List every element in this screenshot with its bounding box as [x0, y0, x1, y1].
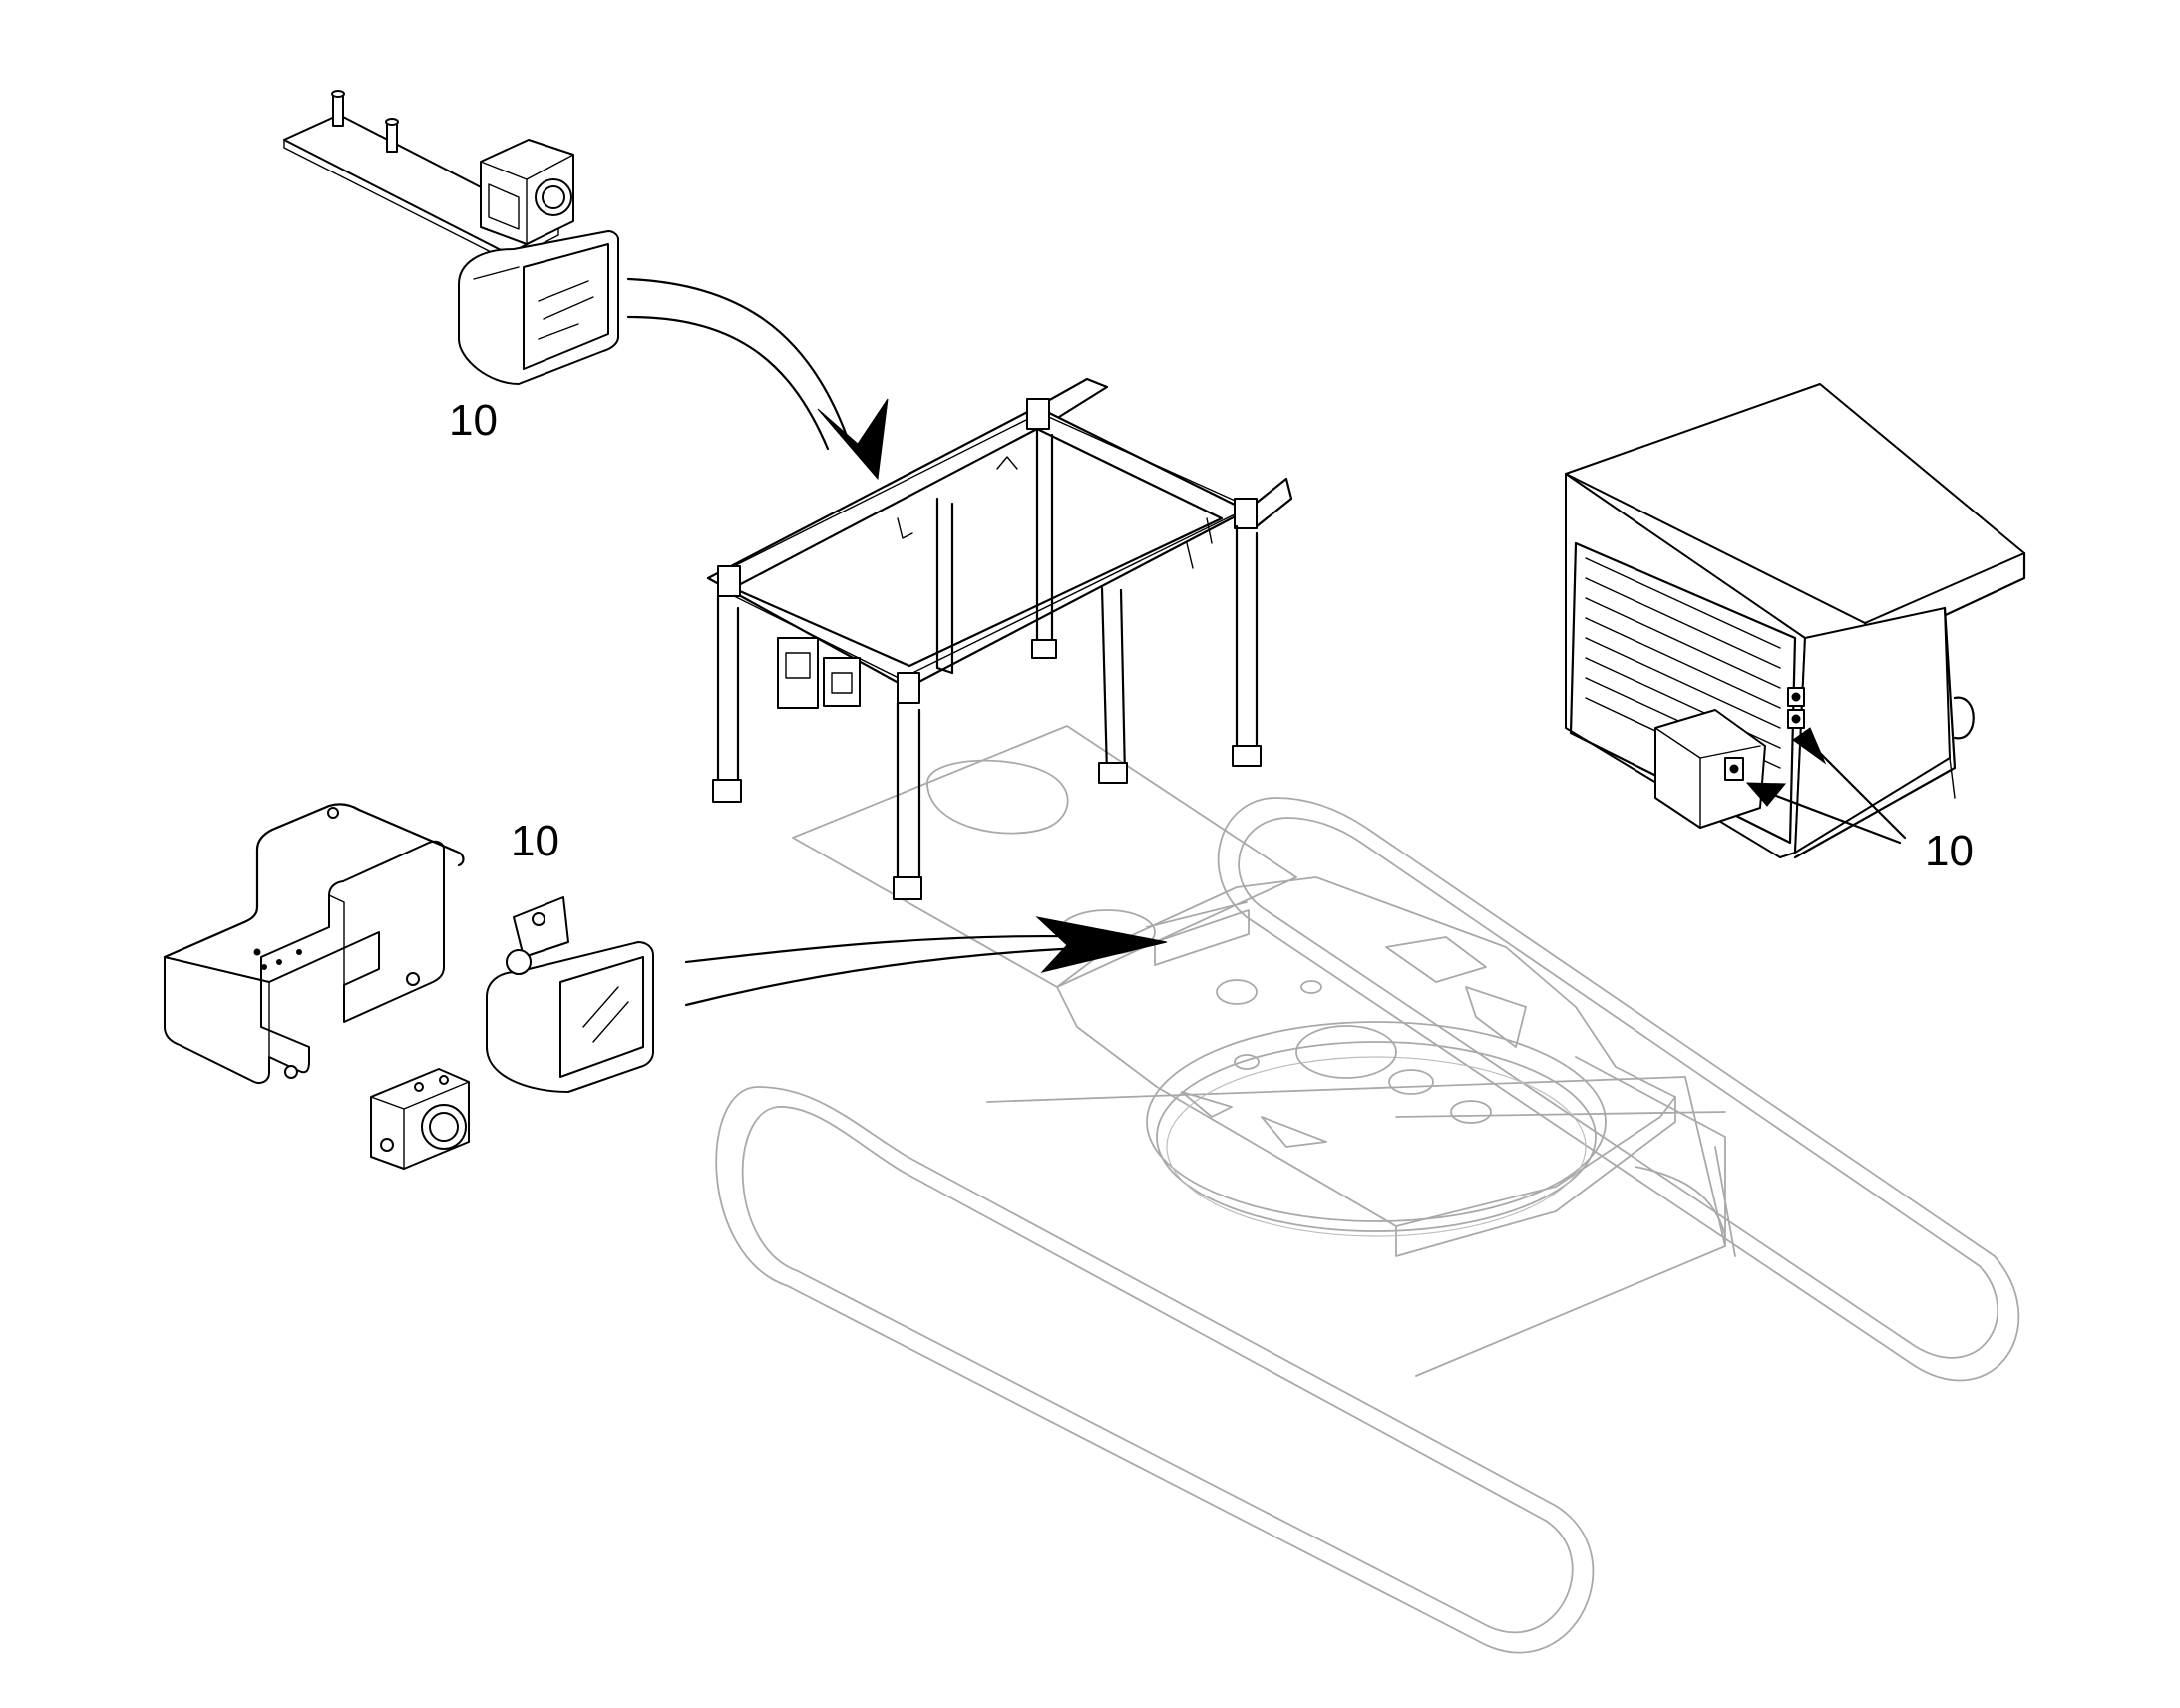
callout-housing-lights: 10 [1925, 827, 1974, 875]
crawler-undercarriage [715, 797, 2020, 1654]
overhead-frame [706, 377, 1293, 900]
right-enclosure [1565, 383, 2026, 859]
lower-light-parts [163, 803, 654, 1170]
upper-mounting-plate [792, 725, 1676, 1257]
leader-arrows [626, 277, 1907, 1007]
callout-lower-light: 10 [511, 817, 559, 865]
callout-upper-light: 10 [449, 396, 498, 445]
upper-light-assembly [283, 90, 619, 385]
